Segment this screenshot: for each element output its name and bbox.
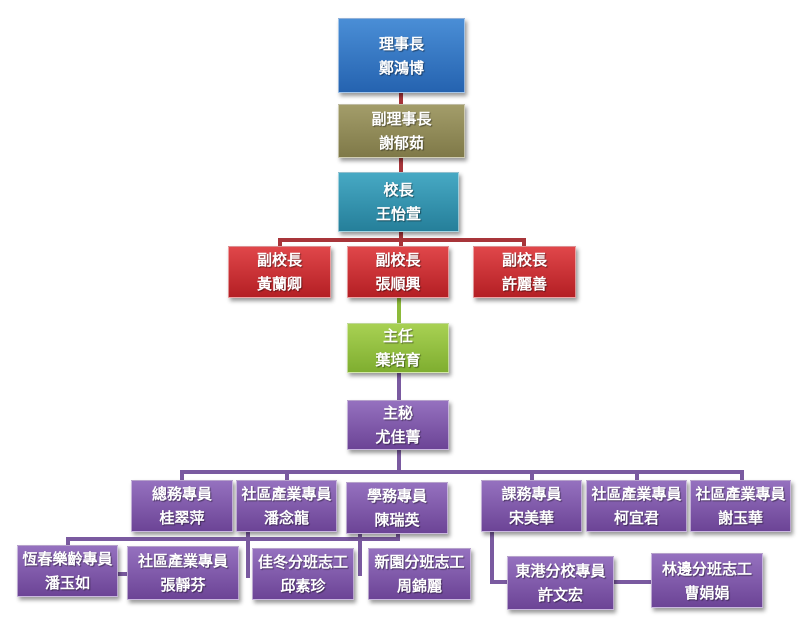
node-name: 陳瑞英 (374, 511, 420, 529)
node-name: 柯宜君 (613, 509, 659, 527)
node-name: 張靜芬 (160, 576, 206, 594)
node-name: 黃蘭卿 (256, 275, 302, 293)
node-title: 理事長 (378, 34, 424, 53)
node-title: 主秘 (382, 404, 413, 422)
node-title: 副校長 (501, 251, 547, 269)
node-name: 尤佳菁 (375, 428, 421, 446)
node-chairman[interactable]: 理事長鄭鴻博 (338, 18, 465, 93)
connector-line (635, 470, 639, 482)
node-title: 副校長 (256, 251, 302, 269)
connector-line (530, 470, 534, 482)
node-title: 社區產業專員 (241, 485, 332, 503)
connector-line (490, 532, 494, 582)
node-name: 張順興 (375, 275, 421, 293)
connector-line (614, 580, 652, 584)
connector-line (66, 537, 400, 541)
node-name: 王怡萱 (375, 205, 421, 223)
node-name: 潘念龍 (263, 509, 309, 527)
node-hengchun[interactable]: 恆春樂齡專員潘玉如 (17, 545, 118, 597)
node-vice-principal-3[interactable]: 副校長許麗善 (473, 246, 576, 298)
node-principal[interactable]: 校長王怡萱 (338, 172, 459, 232)
node-student-affairs[interactable]: 學務專員陳瑞英 (346, 482, 448, 534)
node-general-affairs[interactable]: 總務專員桂翠萍 (131, 480, 233, 532)
node-title: 副校長 (375, 251, 421, 269)
node-title: 佳冬分班志工 (257, 553, 348, 571)
connector-line (278, 238, 526, 242)
connector-line (285, 470, 289, 482)
connector-line (397, 450, 401, 472)
node-name: 許文宏 (537, 586, 583, 604)
node-vice-principal-1[interactable]: 副校長黃蘭卿 (228, 246, 331, 298)
node-title: 總務專員 (151, 485, 212, 503)
node-name: 謝郁茹 (378, 134, 424, 152)
node-community-1[interactable]: 社區產業專員潘念龍 (236, 480, 337, 532)
connector-line (117, 572, 129, 576)
node-secretary[interactable]: 主秘尤佳菁 (347, 400, 449, 450)
connector-line (246, 532, 250, 578)
connector-line (397, 298, 401, 323)
node-xinyuan[interactable]: 新園分班志工周錦麗 (368, 548, 471, 600)
node-name: 潘玉如 (44, 574, 90, 592)
node-community-3[interactable]: 社區產業專員謝玉華 (690, 480, 791, 532)
node-title: 新園分班志工 (374, 553, 465, 571)
node-name: 鄭鴻博 (378, 58, 424, 77)
node-curriculum[interactable]: 課務專員宋美華 (481, 480, 582, 532)
node-donggang[interactable]: 東港分校專員許文宏 (507, 556, 614, 610)
node-vice-principal-2[interactable]: 副校長張順興 (347, 246, 449, 298)
node-name: 邱素珍 (280, 577, 326, 595)
node-community-4[interactable]: 社區產業專員張靜芬 (127, 546, 239, 600)
node-title: 社區產業專員 (695, 485, 786, 503)
node-vice-chairman[interactable]: 副理事長謝郁茹 (338, 104, 465, 158)
node-jiadong[interactable]: 佳冬分班志工邱素珍 (252, 548, 354, 600)
connector-line (180, 470, 184, 482)
node-title: 東港分校專員 (515, 562, 606, 580)
connector-line (522, 238, 526, 248)
node-name: 宋美華 (508, 509, 554, 527)
connector-line (740, 470, 744, 482)
node-name: 葉培育 (375, 351, 421, 369)
node-title: 主任 (382, 327, 413, 345)
connector-line (396, 532, 400, 540)
connector-line (490, 580, 508, 584)
node-community-2[interactable]: 社區產業專員柯宜君 (586, 480, 687, 532)
node-name: 許麗善 (501, 275, 547, 293)
connector-line (180, 470, 744, 474)
connector-line (358, 534, 362, 576)
node-name: 桂翠萍 (159, 509, 205, 527)
node-linbian[interactable]: 林邊分班志工曹娟娟 (651, 553, 763, 608)
connector-line (397, 373, 401, 400)
node-title: 林邊分班志工 (661, 559, 752, 578)
node-name: 周錦麗 (396, 577, 442, 595)
node-title: 社區產業專員 (591, 485, 682, 503)
node-director[interactable]: 主任葉培育 (347, 323, 449, 373)
node-name: 謝玉華 (717, 509, 763, 527)
node-title: 恆春樂齡專員 (22, 550, 113, 568)
node-title: 學務專員 (366, 487, 427, 505)
node-title: 校長 (383, 181, 414, 199)
node-name: 曹娟娟 (684, 583, 730, 602)
node-title: 課務專員 (501, 485, 562, 503)
connector-line (278, 238, 282, 248)
connector-line (66, 537, 70, 547)
node-title: 副理事長 (371, 110, 432, 128)
node-title: 社區產業專員 (137, 552, 228, 570)
